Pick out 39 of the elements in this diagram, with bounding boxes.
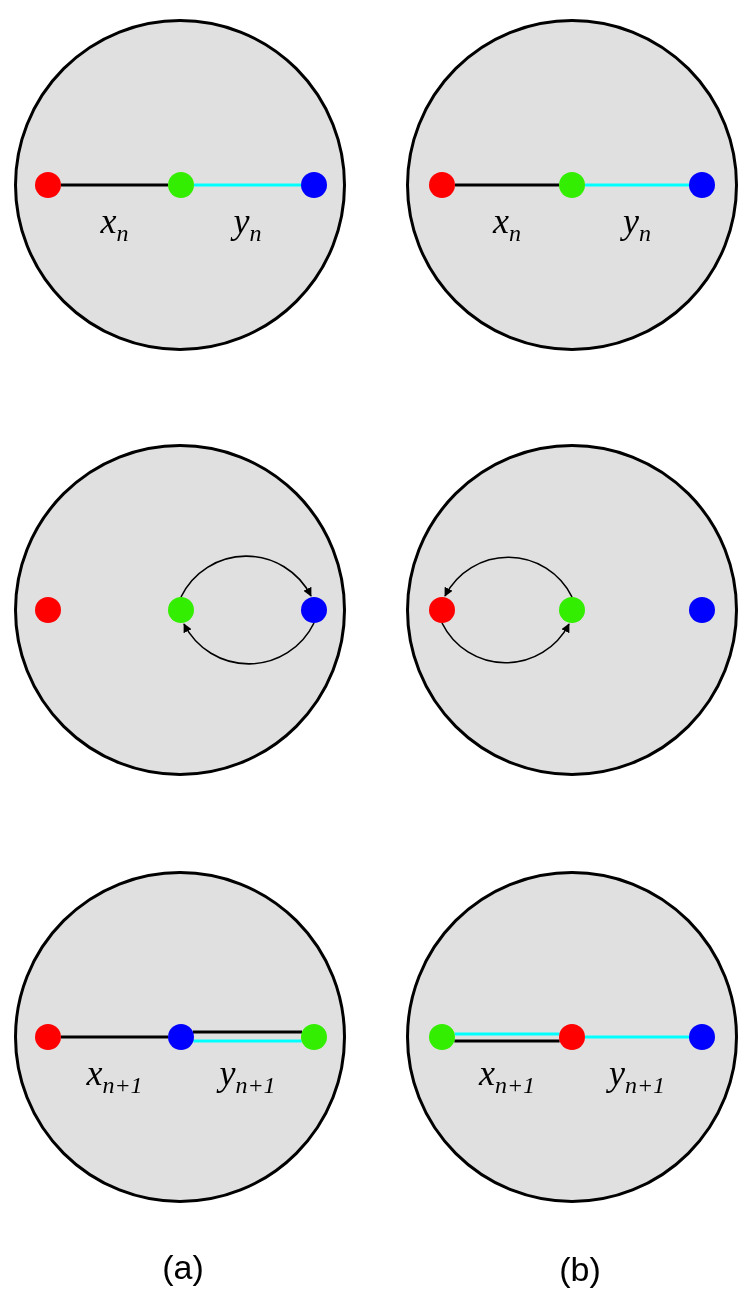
segment-line — [454, 1039, 560, 1043]
segment-line — [194, 183, 301, 187]
point-marker — [35, 597, 61, 623]
point-marker — [429, 597, 455, 623]
segment-line — [193, 1039, 302, 1043]
point-marker — [301, 1024, 327, 1050]
point-marker — [301, 172, 327, 198]
segment-line — [585, 1035, 689, 1039]
point-marker — [689, 1024, 715, 1050]
point-marker — [429, 172, 455, 198]
curved-arrow — [180, 555, 312, 598]
point-marker — [301, 597, 327, 623]
segment-line — [193, 1030, 302, 1034]
point-marker — [35, 172, 61, 198]
point-marker — [689, 172, 715, 198]
point-marker — [429, 1024, 455, 1050]
segment-line — [61, 1035, 168, 1039]
point-marker — [168, 172, 194, 198]
segment-line — [585, 183, 689, 187]
curved-arrow — [441, 622, 570, 664]
point-marker — [559, 597, 585, 623]
point-marker — [559, 1024, 585, 1050]
curved-arrow — [444, 556, 573, 598]
segment-line — [61, 183, 168, 187]
curved-arrow — [183, 622, 315, 665]
point-marker — [689, 597, 715, 623]
point-marker — [168, 597, 194, 623]
edge-label: x$_{n}$ — [493, 203, 521, 246]
edge-label: x$_{n}$ — [100, 203, 129, 246]
edge-label: x$_{n+1}$ — [478, 1055, 536, 1098]
edge-label: x$_{n+1}$ — [86, 1055, 143, 1098]
point-marker — [35, 1024, 61, 1050]
point-marker — [168, 1024, 194, 1050]
point-marker — [559, 172, 585, 198]
segment-line — [455, 183, 559, 187]
edge-label: y$_{n+1}$ — [608, 1055, 666, 1098]
panel-label: (a) — [162, 1250, 204, 1284]
panel-label: (b) — [559, 1252, 601, 1286]
segment-line — [454, 1032, 560, 1036]
